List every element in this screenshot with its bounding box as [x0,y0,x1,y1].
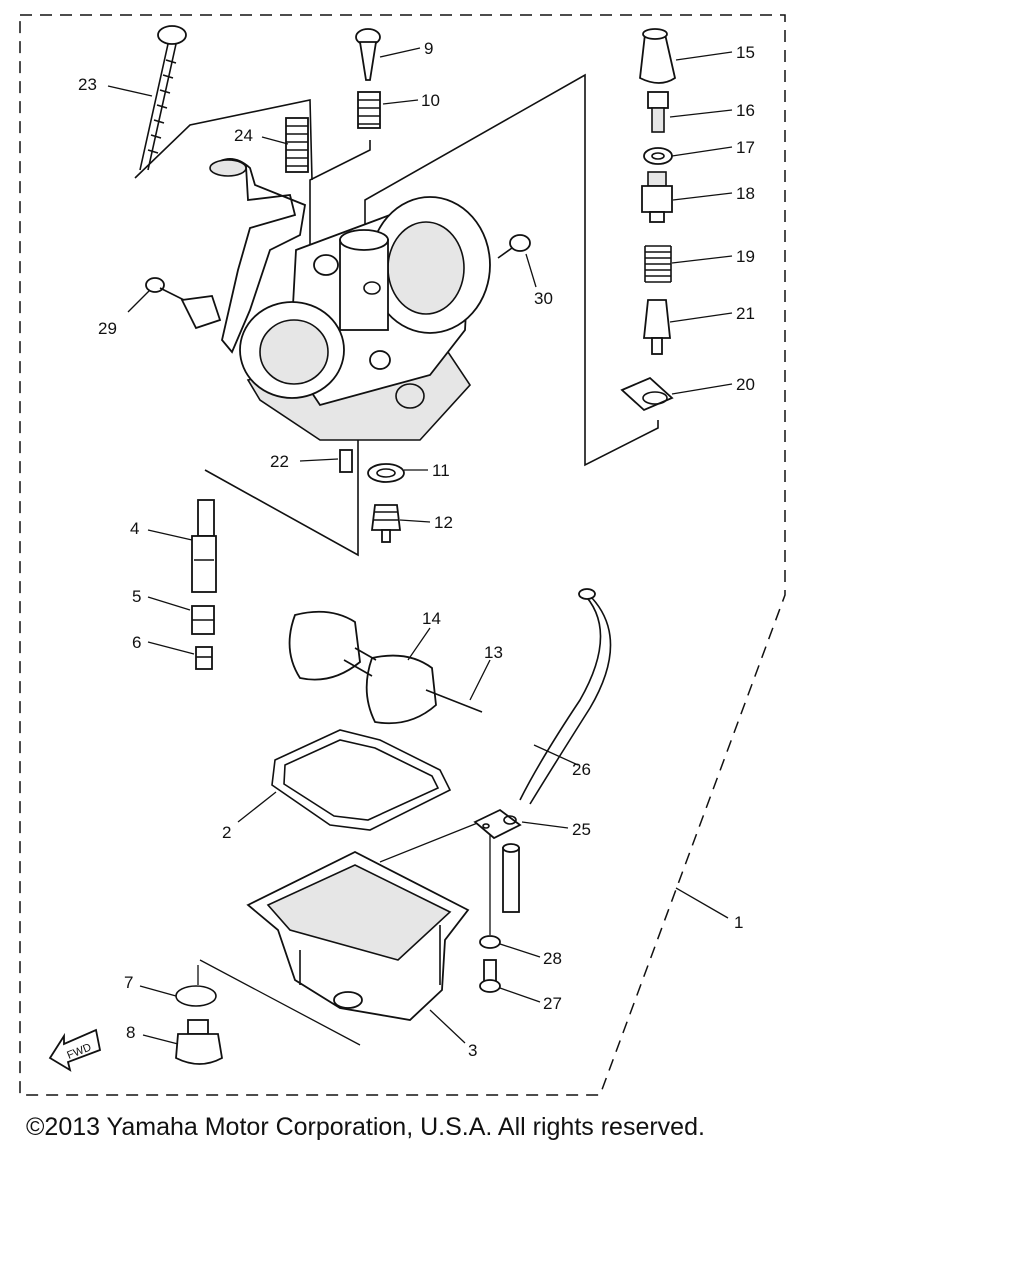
part-4-needle-jet [191,499,217,593]
part-6-pilot-jet [195,646,213,670]
copyright-notice: ©2013 Yamaha Motor Corporation, U.S.A. A… [26,1113,705,1141]
part-label-6: 6 [132,633,141,652]
part-label-8: 8 [126,1023,135,1042]
part-22-jet [339,449,353,473]
part-label-15: 15 [736,43,755,62]
part-21-plunger [643,299,671,355]
part-30-screw [497,234,531,259]
part-label-27: 27 [543,994,562,1013]
part-label-9: 9 [424,39,433,58]
part-28-washer [479,935,501,949]
part-13-pin [425,689,483,713]
part-label-11: 11 [432,461,450,480]
part-label-16: 16 [736,101,755,120]
part-19-spring [644,245,672,283]
part-label-23: 23 [78,75,97,94]
part-25-plate [473,808,522,840]
part-label-24: 24 [234,126,253,145]
part-12-main-jet [370,504,402,543]
leader-lines [107,47,733,1045]
part-label-14: 14 [422,609,441,628]
part-label-7: 7 [124,973,133,992]
part-15-cap [639,28,677,84]
part-label-13: 13 [484,643,503,662]
assembly-boundary [19,14,786,1096]
part-label-12: 12 [434,513,453,532]
part-7-o-ring [175,985,217,1007]
part-labels: 1 2 3 4 5 6 7 8 9 10 11 12 13 14 15 16 1… [78,39,755,1060]
part-29-screw [145,277,222,330]
part-label-3: 3 [468,1041,477,1060]
part-label-22: 22 [270,452,289,471]
part-label-10: 10 [421,91,440,110]
part-label-17: 17 [736,138,755,157]
part-3-float-bowl [246,850,470,1021]
part-label-28: 28 [543,949,562,968]
part-label-20: 20 [736,375,755,394]
part-24-spring [285,117,309,173]
part-label-5: 5 [132,587,141,606]
part-label-30: 30 [534,289,553,308]
part-14-float [288,610,437,725]
carburetor-exploded-diagram: FWD 1 2 3 4 [19,14,786,1096]
part-23-screw [139,25,187,171]
part-16-adjuster [647,91,669,133]
pilot-guide-line [309,140,371,270]
part-label-26: 26 [572,760,591,779]
part-label-29: 29 [98,319,117,338]
part-26-tube [519,588,612,805]
stack-guide-line [364,73,659,467]
screw-guide [134,99,313,181]
part-9-screw [355,28,381,81]
part-11-washer [367,463,405,483]
part-label-1: 1 [734,913,743,932]
part-label-25: 25 [572,820,591,839]
part-2-gasket [271,729,452,831]
part-10-spring [357,91,381,129]
bowl-drain-line [197,959,361,1046]
overflow-pipe [502,843,520,913]
fwd-arrow-icon: FWD [48,1028,102,1072]
needle-jet-guide [204,440,359,557]
part-label-19: 19 [736,247,755,266]
part-label-2: 2 [222,823,231,842]
part-label-4: 4 [130,519,139,538]
carburetor-body [209,158,491,441]
part-label-21: 21 [736,304,755,323]
part-17-nut [643,147,673,165]
part-5-holder [191,605,215,635]
part-20-plate [620,376,674,412]
part-18-fitting [641,171,673,223]
part-27-screw [479,959,501,993]
part-label-18: 18 [736,184,755,203]
bowl-guide-line [379,817,491,863]
part-8-plug [175,1019,223,1065]
